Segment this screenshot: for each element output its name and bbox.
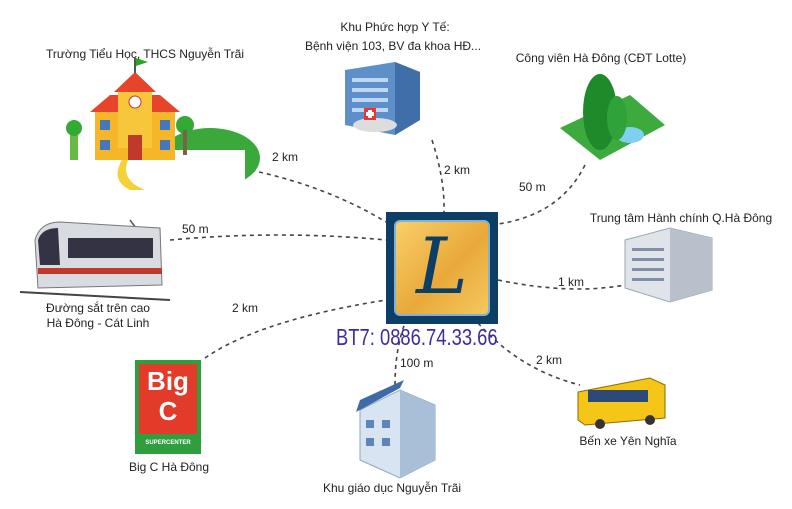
line-park <box>497 164 586 225</box>
distance-school: 2 km <box>272 150 299 164</box>
line-admin <box>497 279 626 290</box>
distance-bigc: 2 km <box>232 301 259 315</box>
distance-education: 100 m <box>400 356 434 370</box>
hospital-label-line2: Bệnh viện 103, BV đa khoa HĐ... <box>304 39 482 53</box>
line-edu <box>394 322 406 386</box>
bigc-label: Big C Hà Đông <box>128 460 210 474</box>
distance-park: 50 m <box>519 180 546 194</box>
center-logo-letter: L <box>416 222 468 312</box>
bigc-logo-text: Big C <box>147 366 189 426</box>
train-label-line1: Đường sắt trên cao <box>46 301 150 315</box>
line-bus <box>477 322 581 386</box>
line-train <box>169 234 387 241</box>
park-label: Công viên Hà Đông (CĐT Lotte) <box>515 51 687 65</box>
distance-admin: 1 km <box>558 275 585 289</box>
phone-number[interactable]: BT7: 0886.74.33.66 <box>336 324 498 350</box>
line-bigc <box>204 299 387 359</box>
distance-bus: 2 km <box>536 353 563 367</box>
line-school <box>179 159 387 223</box>
line-hospital <box>431 139 445 213</box>
bigc-logo: Big C SUPERCENTER <box>135 360 201 454</box>
hospital-label-line1: Khu Phức hợp Y Tế: <box>340 20 450 34</box>
distance-hospital: 2 km <box>444 163 471 177</box>
school-label: Trường Tiểu Học, THCS Nguyễn Trãi <box>46 47 244 61</box>
bigc-logo-sub: SUPERCENTER <box>145 440 191 446</box>
train-label-line2: Hà Đông - Cát Linh <box>46 316 150 330</box>
bus-label: Bến xe Yên Nghĩa <box>579 434 677 448</box>
center-logo: L <box>386 212 498 324</box>
distance-train: 50 m <box>182 222 209 236</box>
education-label: Khu giáo dục Nguyễn Trãi <box>322 481 462 495</box>
admin-label: Trung tâm Hành chính Q.Hà Đông <box>589 211 773 225</box>
